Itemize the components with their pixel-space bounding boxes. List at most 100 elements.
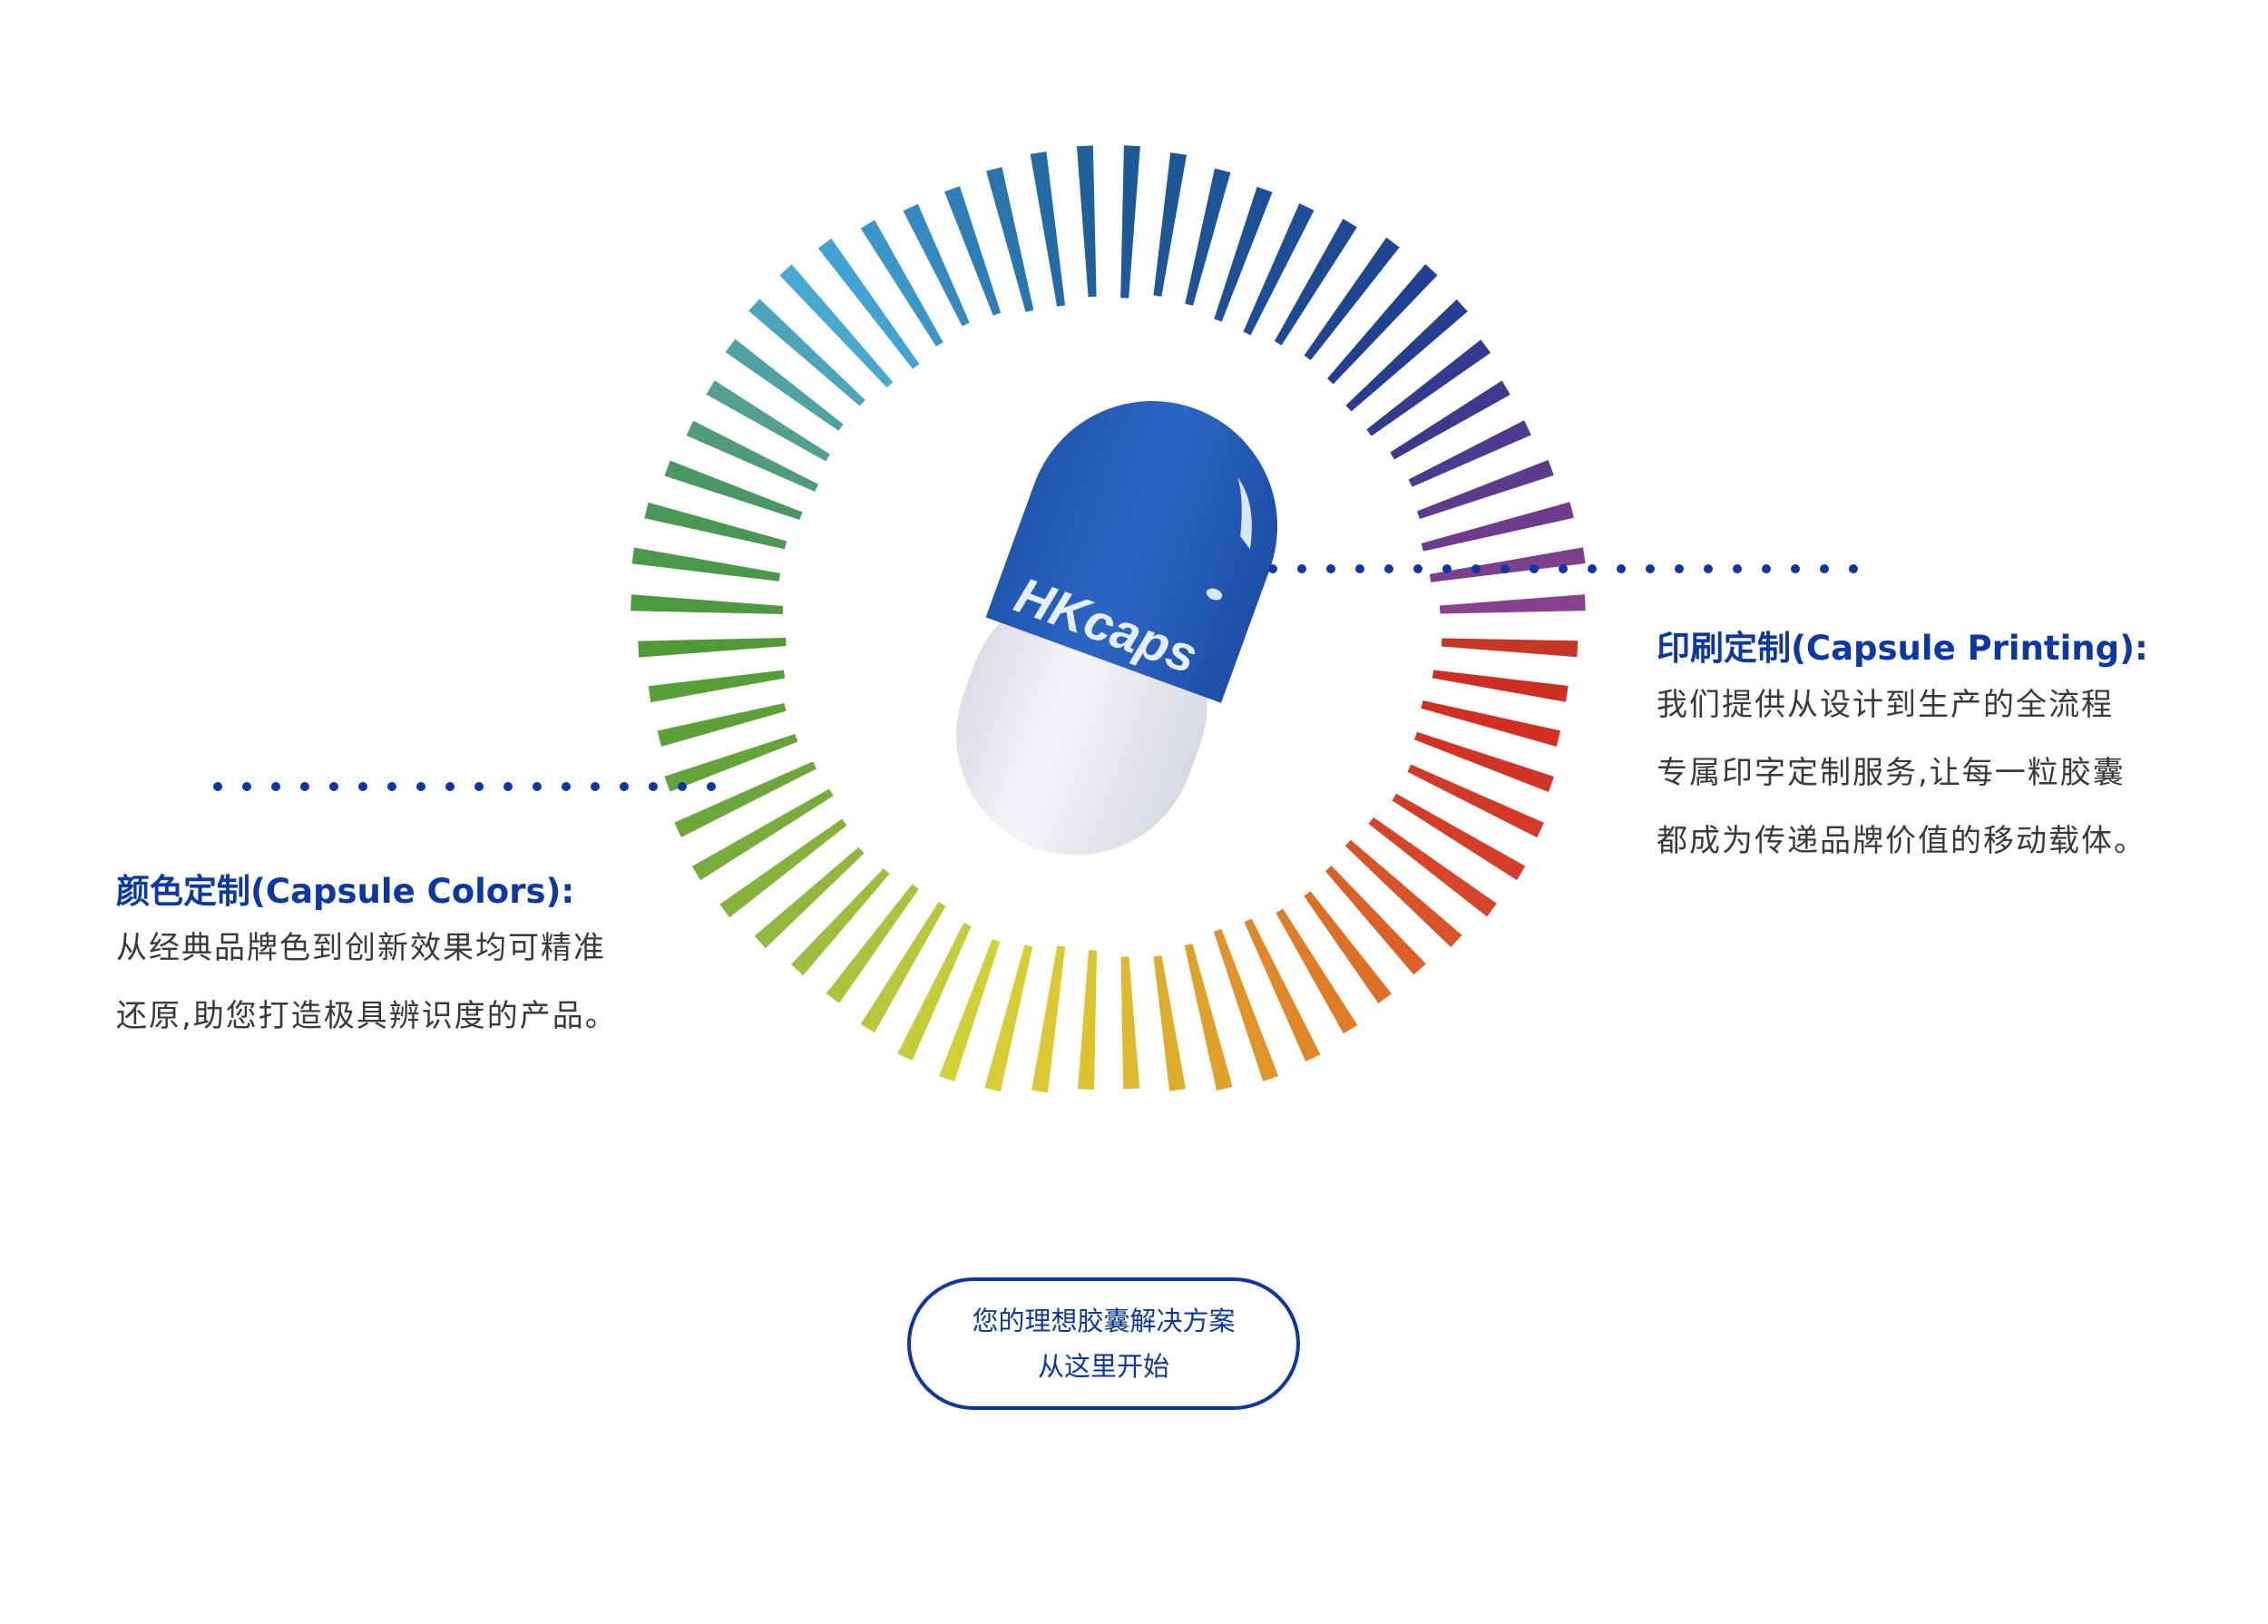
ring-bar — [1368, 817, 1497, 917]
ring-bar — [984, 944, 1033, 1092]
leader-dot — [242, 782, 251, 791]
leader-dot — [1849, 564, 1858, 573]
ring-bar — [657, 703, 787, 747]
printing-section: 印刷定制(Capsule Printing): 我们提供从设计到生产的全流程 专… — [1657, 626, 2148, 876]
ring-bar — [1441, 638, 1579, 658]
leader-dot — [445, 782, 455, 791]
leader-dot — [1442, 564, 1452, 573]
ring-bar — [638, 638, 787, 658]
ring-bar — [1185, 168, 1231, 306]
ring-bar — [790, 868, 890, 976]
colors-line: 还原,助您打造极具辨识度的产品。 — [116, 998, 618, 1034]
leader-dot — [678, 782, 687, 791]
leader-dot — [416, 782, 425, 791]
dotted-leader-lines — [213, 564, 1858, 791]
ring-bar — [826, 884, 919, 1003]
ring-bar — [1392, 793, 1526, 881]
leader-dot — [1268, 564, 1277, 573]
leader-dot — [562, 782, 571, 791]
leader-dot — [591, 782, 600, 791]
ring-bar — [1120, 145, 1140, 298]
leader-dot — [1559, 564, 1568, 573]
leader-dot — [329, 782, 338, 791]
ring-bar — [754, 846, 865, 949]
printing-line: 都成为传递品牌价值的移动载体。 — [1657, 823, 2146, 859]
cta-line-1: 您的理想胶囊解决方案 — [972, 1306, 1236, 1336]
ring-bar — [860, 901, 946, 1033]
ring-bar — [1304, 891, 1392, 1003]
leader-dot — [1675, 564, 1684, 573]
leader-dot — [1762, 564, 1771, 573]
ring-bar — [1345, 298, 1468, 412]
ring-bar — [1213, 928, 1279, 1081]
start-solution-button[interactable]: 您的理想胶囊解决方案 从这里开始 — [907, 1277, 1300, 1410]
ring-bar — [1416, 459, 1554, 519]
ring-bar — [939, 938, 1001, 1082]
leader-dot — [271, 782, 280, 791]
colors-title: 颜色定制(Capsule Colors): — [116, 872, 575, 911]
ring-bar — [985, 167, 1034, 312]
leader-dot — [1413, 564, 1422, 573]
ring-bar — [691, 788, 834, 881]
ring-bar — [1184, 944, 1233, 1091]
leader-dot — [1820, 564, 1829, 573]
ring-bar — [748, 298, 865, 406]
ring-bar — [1421, 700, 1561, 747]
leader-dot — [387, 782, 396, 791]
colors-section: 颜色定制(Capsule Colors): 从经典品牌色到创新效果均可精准 还原… — [116, 869, 618, 1051]
colors-line: 从经典品牌色到创新效果均可精准 — [116, 930, 606, 966]
ring-bar — [1214, 186, 1273, 322]
ring-bar — [631, 594, 784, 614]
ring-bar — [944, 186, 1002, 316]
leader-dot — [1646, 564, 1655, 573]
leader-dot — [533, 782, 542, 791]
leader-dot — [1355, 564, 1364, 573]
leader-dot — [1704, 564, 1713, 573]
ring-bar — [1439, 594, 1586, 614]
leader-dot — [1326, 564, 1335, 573]
ring-bar — [1325, 866, 1426, 975]
ring-bar — [725, 338, 844, 431]
ring-bar — [1344, 839, 1462, 947]
ring-bar — [1030, 152, 1066, 307]
ring-bar — [897, 923, 972, 1061]
leader-dot — [300, 782, 309, 791]
ring-bar — [1078, 950, 1098, 1091]
leader-dot — [1617, 564, 1626, 573]
ring-bar — [686, 420, 819, 492]
printing-line: 我们提供从设计到生产的全流程 — [1657, 687, 2114, 723]
ring-bar — [860, 220, 943, 347]
ring-bar — [1366, 339, 1491, 436]
ring-bar — [719, 818, 847, 918]
ring-bar — [664, 460, 803, 521]
ring-bar — [631, 547, 781, 582]
ring-bar — [1153, 152, 1188, 297]
ring-bar — [779, 264, 894, 388]
ring-bar — [648, 670, 786, 703]
ring-bar — [706, 380, 830, 462]
leader-dot — [707, 782, 716, 791]
leader-dot — [649, 782, 658, 791]
ring-bar — [664, 734, 798, 792]
leader-dot — [213, 782, 222, 791]
ring-bar — [817, 238, 920, 369]
ring-bar — [1076, 145, 1097, 298]
leader-dot — [1733, 564, 1742, 573]
ring-bar — [1432, 670, 1569, 702]
leader-dot — [358, 782, 367, 791]
leader-dot — [1588, 564, 1597, 573]
ring-bar — [644, 502, 787, 550]
printing-line: 专属印字定制服务,让每一粒胶囊 — [1657, 755, 2126, 791]
leader-dot — [474, 782, 484, 791]
leader-dot — [1384, 564, 1393, 573]
leader-dot — [1471, 564, 1481, 573]
cta-line-2: 从这里开始 — [1037, 1351, 1169, 1382]
leader-dot — [503, 782, 513, 791]
ring-bar — [1244, 918, 1321, 1061]
ring-bar — [674, 761, 816, 837]
leader-dot — [620, 782, 629, 791]
ring-bar — [1407, 764, 1544, 838]
color-ring — [631, 145, 1586, 1093]
ring-bar — [1408, 420, 1531, 487]
